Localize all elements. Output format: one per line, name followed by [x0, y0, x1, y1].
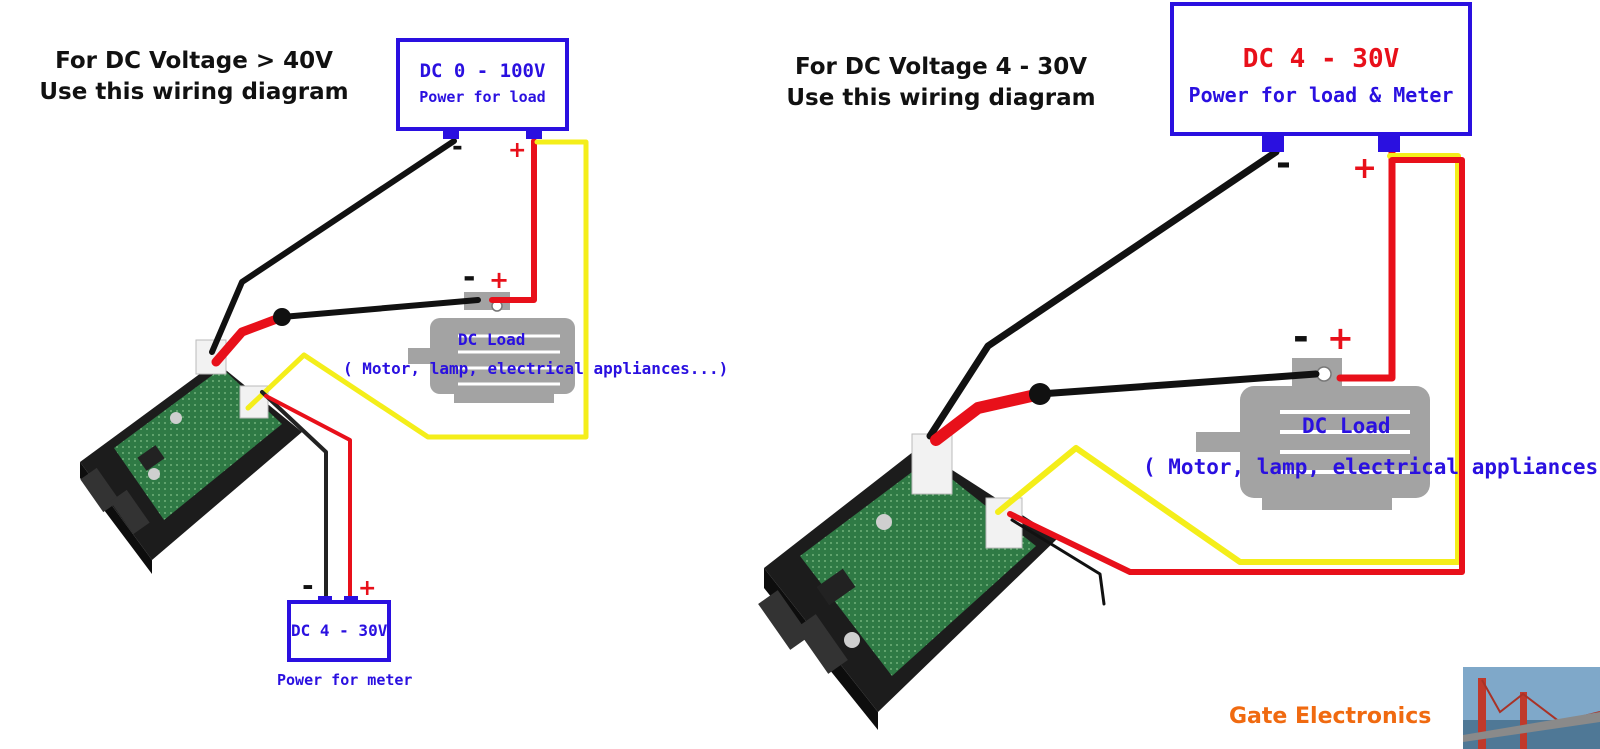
right-wiring — [926, 148, 1465, 606]
left-heading: For DC Voltage > 40V Use this wiring dia… — [36, 46, 352, 108]
left-heading-line1: For DC Voltage > 40V — [55, 48, 333, 74]
right-supply-box: DC 4 - 30V Power for load & Meter — [1170, 2, 1472, 136]
right-supply-plus-sign: + — [1352, 151, 1378, 186]
brand-bridge-photo — [1463, 667, 1600, 749]
right-supply-label: Power for load & Meter — [1188, 83, 1454, 107]
right-junction-dot — [1029, 383, 1051, 405]
left-meter-supply-box: DC 4 - 30V — [287, 600, 391, 662]
right-supply-pos-terminal — [1378, 136, 1400, 152]
right-supply-neg-terminal — [1262, 136, 1284, 152]
right-load-return-black — [1036, 370, 1320, 398]
left-supply-minus-sign: - — [452, 132, 463, 162]
left-meter-supply-label: Power for meter — [277, 671, 413, 689]
left-load-minus-sign: - — [463, 260, 476, 295]
left-load-supply-box: DC 0 - 100V Power for load — [396, 38, 569, 131]
left-load-supply-label: Power for load — [419, 88, 546, 106]
left-load-black-wire — [209, 138, 457, 355]
left-voltmeter-module — [80, 339, 302, 574]
right-load-red-wire — [930, 388, 1046, 446]
left-meter-plus-sign: + — [358, 576, 377, 601]
left-meter-return-black — [279, 297, 481, 320]
left-meter-supply-black — [260, 390, 328, 602]
right-voltmeter-module — [758, 433, 1058, 730]
left-wiring — [209, 138, 589, 602]
left-load-plus-sign: + — [489, 266, 510, 294]
left-meter-supply-voltage: DC 4 - 30V — [291, 621, 388, 640]
brand-name: Gate Electronics — [1229, 704, 1432, 729]
left-supply-plus-sign: + — [508, 138, 527, 163]
right-load-plus-sign: + — [1327, 319, 1354, 357]
right-supply-minus-sign: - — [1276, 143, 1291, 184]
right-heading-line2: Use this wiring diagram — [786, 85, 1096, 111]
left-meter-supply-neg-terminal — [318, 596, 332, 603]
left-heading-line2: Use this wiring diagram — [39, 79, 349, 105]
right-heading: For DC Voltage 4 - 30V Use this wiring d… — [782, 52, 1100, 114]
right-supply-voltage: DC 4 - 30V — [1242, 44, 1400, 74]
right-load-title: DC Load — [1302, 414, 1391, 438]
left-meter-supply-pos-terminal — [344, 596, 358, 603]
left-meter-minus-sign: - — [302, 569, 314, 602]
left-load-supply-voltage: DC 0 - 100V — [419, 60, 546, 82]
left-sense-yellow-wire — [245, 139, 589, 440]
left-meter-supply-red — [264, 394, 352, 602]
left-load-supply-neg-terminal — [443, 128, 459, 139]
right-load-black-wire — [926, 148, 1280, 440]
left-load-supply-pos-terminal — [526, 128, 542, 139]
right-load-red-lead — [1336, 148, 1396, 382]
right-meter-supply-red — [1007, 157, 1465, 575]
left-load-red-lead — [489, 138, 537, 303]
left-load-red-wire — [211, 312, 287, 367]
left-load-subtitle: ( Motor, lamp, electrical appliances...) — [343, 359, 729, 378]
right-load-minus-sign: - — [1293, 315, 1309, 359]
left-load-title: DC Load — [458, 330, 526, 349]
right-heading-line1: For DC Voltage 4 - 30V — [794, 54, 1088, 80]
right-load-subtitle: ( Motor, lamp, electrical appliances...) — [1143, 455, 1600, 479]
left-motor-icon — [408, 292, 575, 403]
right-sense-yellow-wire — [995, 153, 1461, 565]
right-meter-black-stub — [1010, 518, 1106, 606]
left-junction-dot — [273, 308, 291, 326]
